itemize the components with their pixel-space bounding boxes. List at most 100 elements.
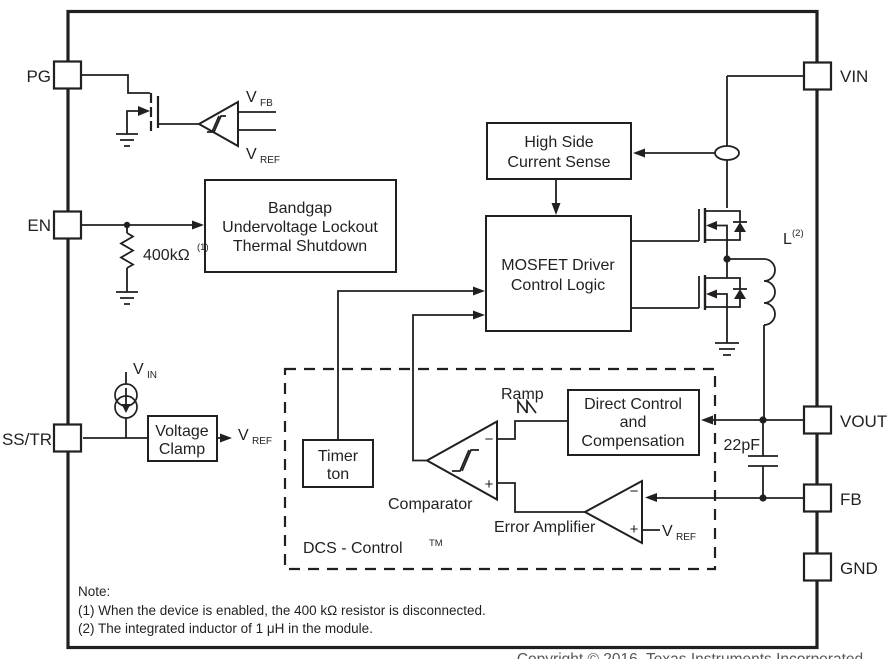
ramp-wire bbox=[497, 420, 568, 440]
pin-vin bbox=[802, 61, 833, 91]
note-item-1: (1) When the device is enabled, the 400 … bbox=[78, 603, 486, 618]
timer-label: ton bbox=[327, 466, 349, 483]
vref-ea-label: V bbox=[662, 523, 673, 540]
resistor-value-label: 400kΩ bbox=[143, 247, 190, 264]
note-item-2: (2) The integrated inductor of 1 μH in t… bbox=[78, 621, 373, 636]
pg-ground-symbol bbox=[116, 133, 138, 147]
en-ground-symbol bbox=[116, 291, 138, 305]
pin-gnd bbox=[802, 552, 833, 582]
pin-label-pg: PG bbox=[26, 67, 51, 86]
capacitor-plates bbox=[748, 455, 778, 467]
vref-out-arrowhead bbox=[220, 433, 232, 443]
resistor-zigzag bbox=[119, 232, 135, 269]
comparator-output-arrowhead bbox=[473, 310, 485, 320]
labels: V FB V REF 400kΩ (1) V IN V REF Ramp Com… bbox=[133, 89, 804, 557]
pin-label-gnd: GND bbox=[840, 559, 878, 578]
current-sense-label: Current Sense bbox=[507, 154, 610, 171]
block-current-sense bbox=[486, 122, 632, 180]
pin-label-vout: VOUT bbox=[840, 412, 887, 431]
vin-source-sub: IN bbox=[147, 370, 157, 381]
vref-pg-label: V bbox=[246, 146, 257, 163]
bandgap-label: Bandgap bbox=[268, 200, 332, 217]
pin-fb bbox=[802, 483, 833, 513]
pin-en bbox=[52, 210, 83, 240]
notes: Note: (1) When the device is enabled, th… bbox=[78, 584, 486, 636]
switch-node-dot bbox=[723, 255, 731, 263]
fb-arrowhead bbox=[645, 493, 657, 502]
pin-label-vin: VIN bbox=[840, 67, 868, 86]
en-arrowhead bbox=[192, 220, 204, 230]
resistor-note-sup: (1) bbox=[197, 242, 209, 253]
block-direct-control bbox=[567, 389, 700, 456]
comparator-minus-sign: − bbox=[485, 431, 494, 448]
blocks: Bandgap Undervoltage Lockout Thermal Shu… bbox=[147, 122, 700, 488]
voltage-clamp-label: Clamp bbox=[159, 441, 205, 458]
comparator-plus-sign: + bbox=[485, 476, 494, 493]
current-source-circle-bottom bbox=[114, 395, 138, 419]
ls-terminals bbox=[705, 277, 728, 343]
pg-comparator-triangle bbox=[196, 100, 239, 148]
block-bandgap bbox=[204, 179, 397, 273]
vref-clamp-sub: REF bbox=[252, 436, 272, 447]
direct-control-label: Direct Control bbox=[584, 396, 682, 413]
pin-label-sstr: SS/TR bbox=[2, 430, 52, 449]
comparator-plus-wire bbox=[497, 482, 585, 513]
hs-terminals bbox=[705, 210, 728, 278]
pin-sstr bbox=[52, 423, 83, 453]
block-mosfet-driver bbox=[485, 215, 632, 332]
pin-label-en: EN bbox=[27, 216, 51, 235]
hs-body-diode-wire bbox=[727, 210, 741, 241]
mosfet-driver-label: MOSFET Driver bbox=[501, 257, 615, 274]
note-title: Note: bbox=[78, 584, 110, 599]
bandgap-label: Thermal Shutdown bbox=[233, 238, 367, 255]
ramp-waveform-icon bbox=[517, 398, 537, 414]
vref-clamp-label: V bbox=[238, 427, 249, 444]
inductor-coil bbox=[763, 258, 776, 326]
sense-arrowhead bbox=[633, 148, 645, 158]
hs-mosfet-arrow bbox=[706, 221, 717, 230]
timer-label: Timer bbox=[318, 448, 359, 465]
pg-comparator-input-stubs bbox=[238, 111, 276, 131]
ea-plus-sign: + bbox=[630, 521, 639, 538]
direct-control-label: and bbox=[620, 414, 647, 431]
inductor-note-sup: (2) bbox=[792, 228, 804, 239]
block-voltage-clamp bbox=[147, 415, 218, 462]
pin-pg bbox=[52, 60, 83, 90]
error-amplifier-triangle bbox=[582, 479, 643, 545]
pin-label-fb: FB bbox=[840, 490, 862, 509]
current-sense-label: High Side bbox=[524, 134, 593, 151]
comparator-hysteresis-icon bbox=[452, 449, 479, 472]
pg-wire bbox=[81, 74, 150, 94]
timer-arrowhead bbox=[473, 286, 485, 296]
dcs-control-tm-sup: TM bbox=[429, 538, 443, 549]
comparator-output-wire bbox=[412, 314, 473, 462]
en-junction-dot bbox=[123, 221, 131, 229]
pg-hysteresis-icon bbox=[207, 115, 226, 133]
hs-gate bbox=[631, 209, 700, 242]
capacitor-label: 22pF bbox=[724, 437, 761, 454]
vfb-sub: FB bbox=[260, 98, 273, 109]
ls-ground-symbol bbox=[715, 342, 739, 356]
ls-body-diode bbox=[734, 289, 746, 299]
hs-body-diode bbox=[734, 222, 746, 232]
pg-mosfet-source-arrow bbox=[138, 106, 150, 116]
arrowheads bbox=[121, 106, 767, 502]
vfb-label: V bbox=[246, 89, 257, 106]
ls-gate bbox=[631, 276, 700, 309]
timer-to-driver-wire bbox=[337, 290, 473, 440]
current-sense-ellipse bbox=[714, 145, 740, 161]
vout-arrowhead bbox=[701, 415, 713, 425]
pg-source-wire bbox=[126, 110, 138, 134]
pin-vout bbox=[802, 405, 833, 435]
block-timer-ton bbox=[302, 439, 374, 488]
dcs-control-label: DCS - Control bbox=[303, 540, 403, 557]
copyright-text: Copyright © 2016, Texas Instruments Inco… bbox=[517, 651, 863, 659]
pins: PG EN SS/TR VIN VOUT FB GND bbox=[2, 60, 887, 582]
mosfet-driver-label: Control Logic bbox=[511, 277, 605, 294]
direct-control-label: Compensation bbox=[581, 433, 684, 450]
vref-pg-sub: REF bbox=[260, 155, 280, 166]
vin-wire bbox=[726, 75, 804, 208]
ls-body-diode-wire bbox=[727, 277, 741, 308]
